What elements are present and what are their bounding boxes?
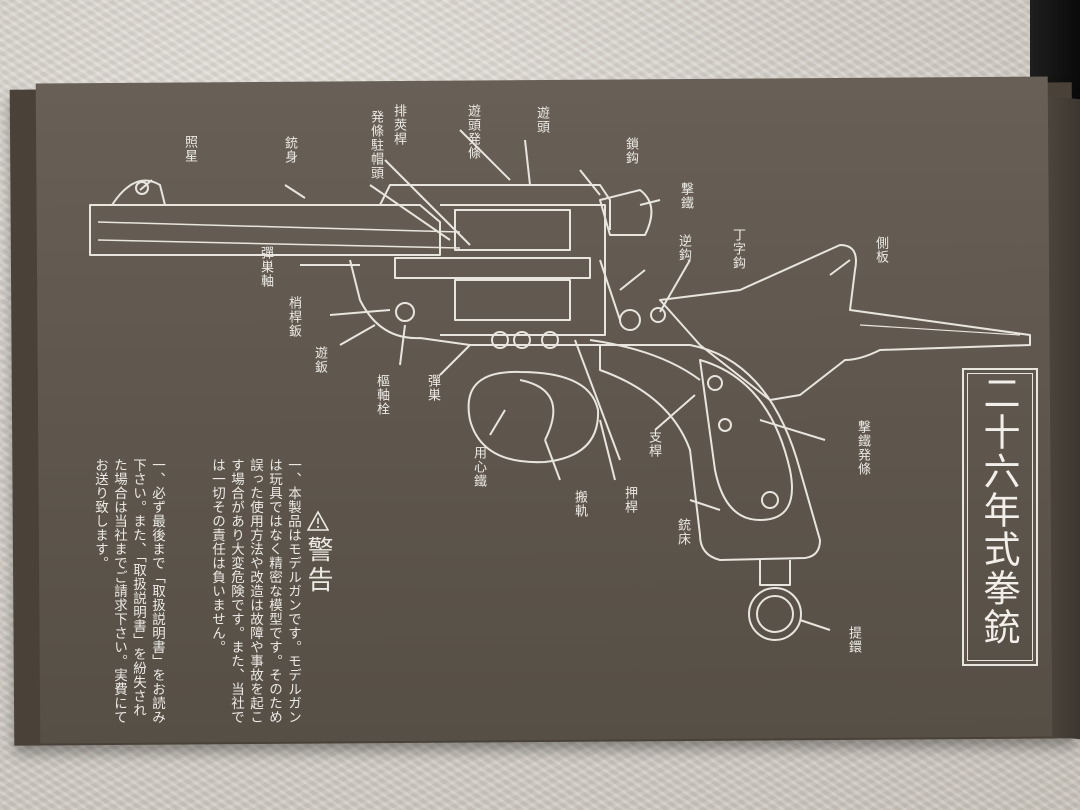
cylinder-lower bbox=[454, 279, 571, 321]
lower-frame bbox=[349, 259, 600, 346]
barrel-bore bbox=[97, 221, 461, 249]
label-side-plate: 側板 bbox=[873, 236, 888, 264]
label-hammer-spring: 撃鐵発條 bbox=[855, 420, 870, 476]
label-lanyard-ring: 提鐶 bbox=[846, 626, 861, 654]
label-cylinder: 彈巣 bbox=[425, 374, 440, 402]
label-ejector-rod-head: 発條駐帽頭 bbox=[368, 110, 383, 180]
label-cylinder-axis: 彈巣軸 bbox=[258, 246, 273, 288]
front-sight-shape bbox=[111, 179, 166, 206]
label-push-rod: 押桿 bbox=[622, 486, 637, 514]
label-firing-pin: 遊頭 bbox=[534, 106, 549, 134]
cylinder-upper bbox=[454, 209, 571, 251]
trigger-shape bbox=[519, 379, 555, 441]
label-barrel: 銃身 bbox=[282, 136, 297, 164]
label-latch-hook: 鎖鈎 bbox=[623, 137, 638, 165]
lanyard-ring-shape bbox=[748, 587, 802, 641]
label-lever-plate: 梢桿鈑 bbox=[286, 296, 301, 338]
label-hinge-pin: 樞軸栓 bbox=[374, 374, 389, 416]
hammer-shape bbox=[599, 189, 653, 236]
label-support-rod: 支桿 bbox=[646, 430, 661, 458]
label-trigger-spring: 遊頭発條 bbox=[465, 104, 480, 160]
page-title: 二十六年式拳銃 bbox=[977, 374, 1020, 647]
label-front-sight: 照星 bbox=[182, 135, 197, 163]
label-ejector-rod: 排莢桿 bbox=[391, 104, 406, 146]
warning-heading: 警告 bbox=[303, 536, 333, 596]
label-trigger-guard: 用心鐵 bbox=[471, 446, 486, 488]
trigger-guard-shape bbox=[467, 370, 600, 464]
label-guard-plate: 遊鈑 bbox=[312, 346, 327, 374]
warning-triangle-icon bbox=[307, 510, 329, 531]
label-sear: 逆鈎 bbox=[676, 234, 691, 262]
label-pawl: 搬軌 bbox=[572, 490, 587, 518]
label-t-hook: 丁字鈎 bbox=[730, 228, 745, 270]
title-frame bbox=[962, 368, 1038, 666]
cylinder-body bbox=[440, 204, 606, 336]
warning-notice-1: 一、本製品はモデルガンです。モデルガンは玩具ではなく精密な模型です。そのため誤っ… bbox=[209, 458, 301, 724]
barrel-shape bbox=[89, 204, 441, 256]
label-hammer: 撃鐵 bbox=[678, 182, 693, 210]
grip-shape bbox=[599, 344, 821, 561]
side-plate-shape bbox=[659, 244, 1031, 401]
warning-notice-2: 一、必ず最後まで「取扱説明書」をお読み下さい。また、「取扱説明書」を紛失された場… bbox=[92, 458, 165, 724]
label-frame: 銃床 bbox=[675, 518, 690, 546]
top-strap bbox=[379, 184, 611, 230]
